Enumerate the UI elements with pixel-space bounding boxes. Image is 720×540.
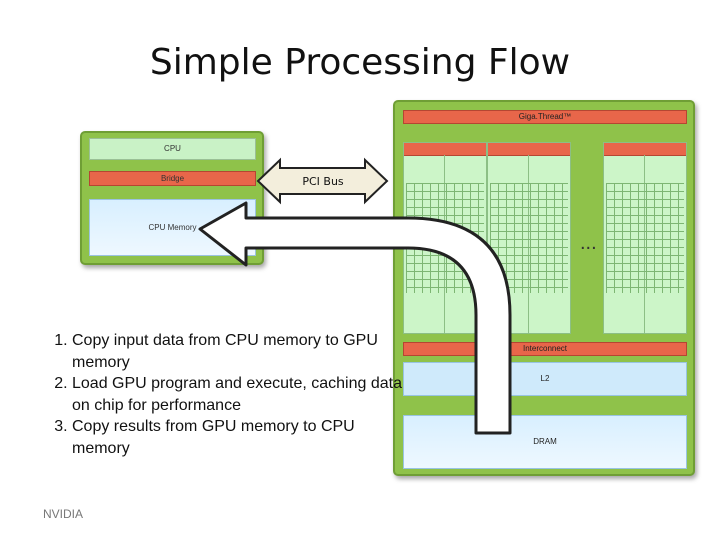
cpu-block: CPU: [89, 138, 256, 160]
dram-block: DRAM: [403, 415, 687, 469]
list-item: Copy results from GPU memory to CPU memo…: [72, 416, 402, 459]
sm-block: [603, 142, 687, 334]
l2-cache-block: L2: [403, 362, 687, 396]
data-transfer-arrow: [198, 201, 512, 435]
bridge-block: Bridge: [89, 171, 256, 186]
list-item: Load GPU program and execute, caching da…: [72, 373, 402, 416]
page-title: Simple Processing Flow: [149, 42, 571, 83]
pci-bus-label: PCI Bus: [302, 175, 344, 188]
interconnect-bar: Interconnect: [403, 342, 687, 356]
steps-list: Copy input data from CPU memory to GPU m…: [42, 330, 402, 459]
footer-source: NVIDIA: [43, 507, 84, 521]
pci-bus-arrow: [256, 157, 389, 205]
gigathread-bar: Giga.Thread™: [403, 110, 687, 124]
list-item: Copy input data from CPU memory to GPU m…: [72, 330, 402, 373]
more-sms-ellipsis: ...: [580, 232, 597, 254]
